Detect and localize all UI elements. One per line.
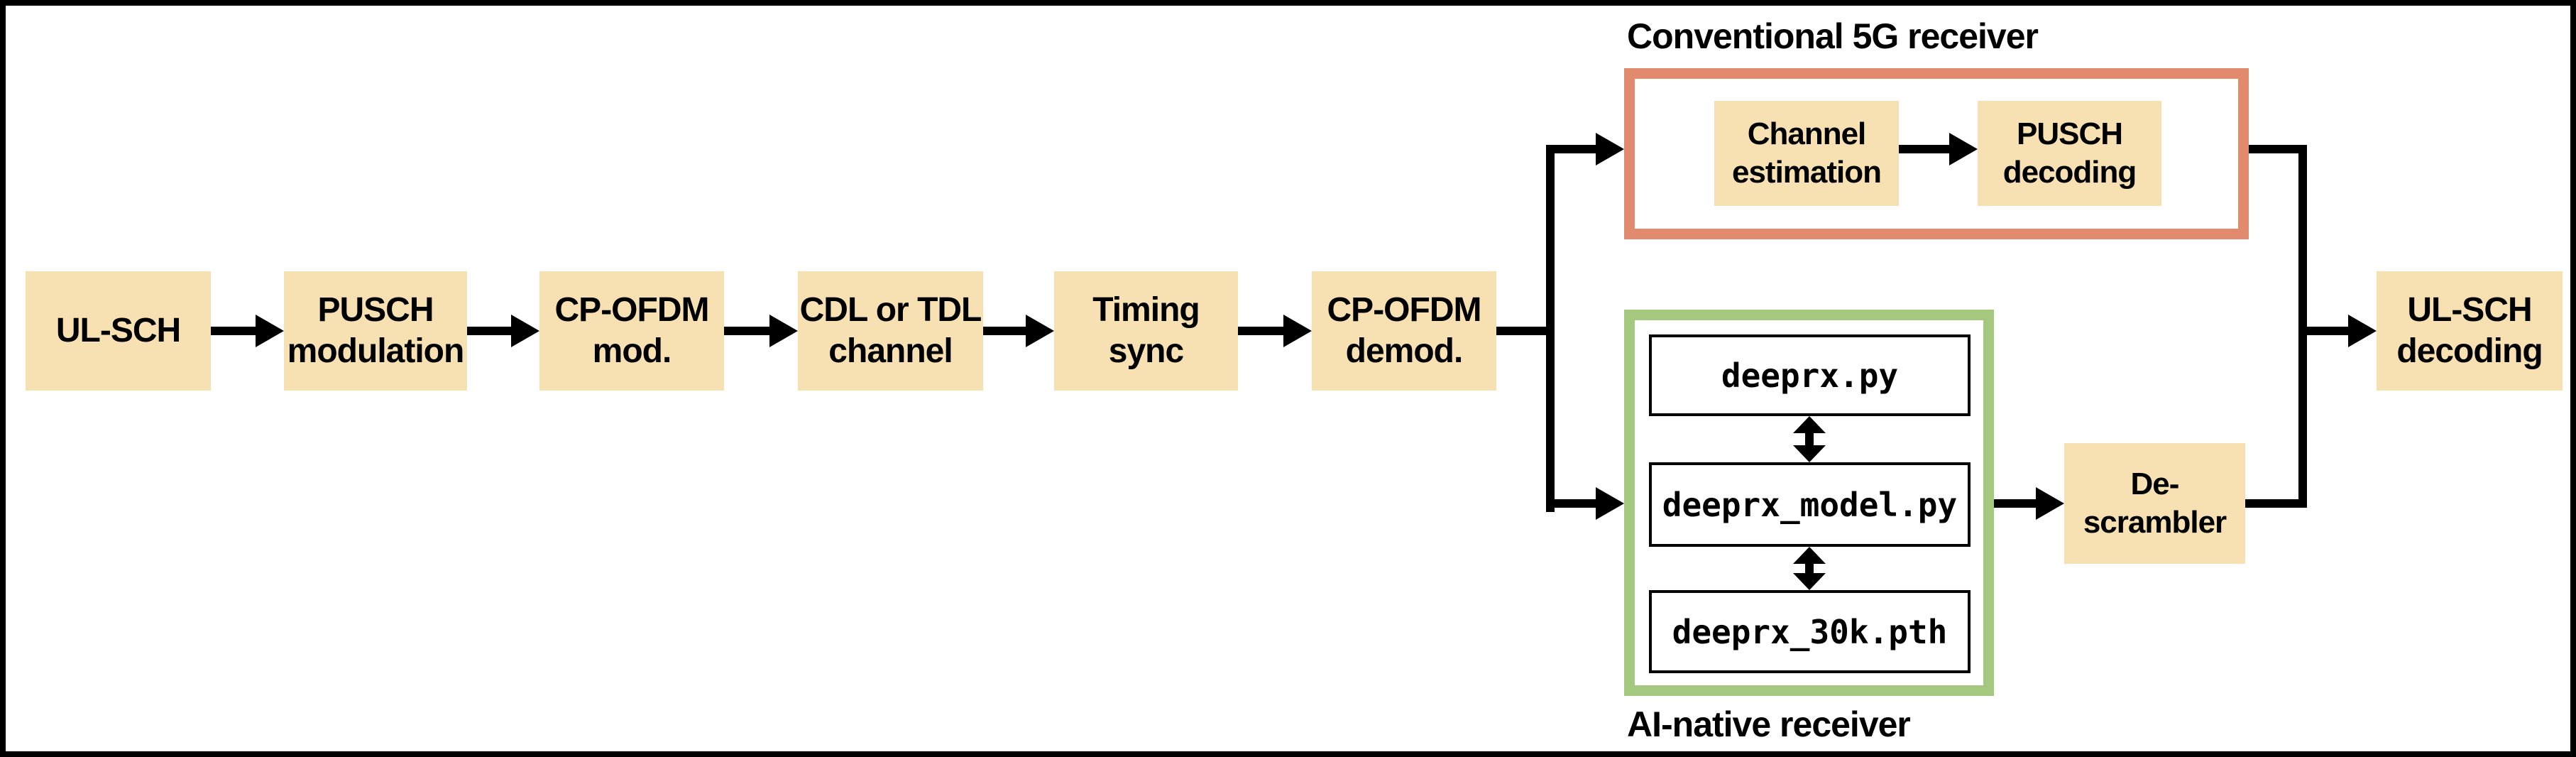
arrow-conv-shaft bbox=[1899, 145, 1951, 153]
descrambler-exit-line bbox=[2245, 499, 2307, 508]
file-deeprx-py: deeprx.py bbox=[1649, 334, 1971, 416]
arrow-conv-head bbox=[1949, 133, 1978, 165]
block-channel-estimation: Channel estimation bbox=[1714, 101, 1899, 206]
arrow-descrambler-shaft bbox=[1994, 499, 2037, 508]
arrow-1-shaft bbox=[211, 327, 257, 335]
block-pusch-modulation: PUSCH modulation bbox=[284, 271, 467, 391]
double-arrow-1-down-head bbox=[1793, 445, 1826, 462]
arrow-3-shaft bbox=[724, 327, 771, 335]
arrow-descrambler-head bbox=[2036, 487, 2064, 520]
branch-vertical-line bbox=[1546, 145, 1555, 512]
block-ul-sch-decoding: UL-SCH decoding bbox=[2377, 271, 2563, 391]
arrow-output-head bbox=[2348, 315, 2377, 347]
conventional-receiver-label: Conventional 5G receiver bbox=[1627, 16, 2039, 56]
block-cp-ofdm-demod: CP-OFDM demod. bbox=[1312, 271, 1496, 391]
arrow-3-head bbox=[769, 315, 798, 347]
block-cp-ofdm-mod: CP-OFDM mod. bbox=[539, 271, 724, 391]
double-arrow-2-shaft bbox=[1805, 560, 1814, 577]
arrow-5-shaft bbox=[1238, 327, 1285, 335]
branch-top-head bbox=[1596, 133, 1624, 165]
branch-bottom-head bbox=[1596, 487, 1624, 520]
double-arrow-2-down-head bbox=[1793, 573, 1826, 590]
arrow-2-head bbox=[511, 315, 539, 347]
conv-exit-line bbox=[2249, 145, 2307, 153]
merge-vertical-line bbox=[2298, 145, 2307, 508]
arrow-4-shaft bbox=[983, 327, 1027, 335]
arrow-4-head bbox=[1026, 315, 1054, 347]
block-timing-sync: Timing sync bbox=[1054, 271, 1238, 391]
arrow-2-shaft bbox=[467, 327, 513, 335]
branch-top-shaft bbox=[1546, 145, 1597, 153]
block-descrambler: De- scrambler bbox=[2064, 443, 2245, 564]
ai-native-receiver-label: AI-native receiver bbox=[1627, 704, 1911, 744]
double-arrow-1-shaft bbox=[1805, 429, 1814, 450]
arrow-1-head bbox=[256, 315, 284, 347]
block-pusch-decoding: PUSCH decoding bbox=[1978, 101, 2161, 206]
file-deeprx-30k-pth: deeprx_30k.pth bbox=[1649, 590, 1971, 673]
file-deeprx-model-py: deeprx_model.py bbox=[1649, 462, 1971, 547]
branch-bottom-shaft bbox=[1546, 499, 1597, 508]
block-ul-sch: UL-SCH bbox=[26, 271, 211, 391]
branch-stub bbox=[1496, 327, 1555, 335]
arrow-5-head bbox=[1283, 315, 1312, 347]
arrow-output-shaft bbox=[2303, 327, 2350, 335]
block-cdl-tdl-channel: CDL or TDL channel bbox=[798, 271, 983, 391]
